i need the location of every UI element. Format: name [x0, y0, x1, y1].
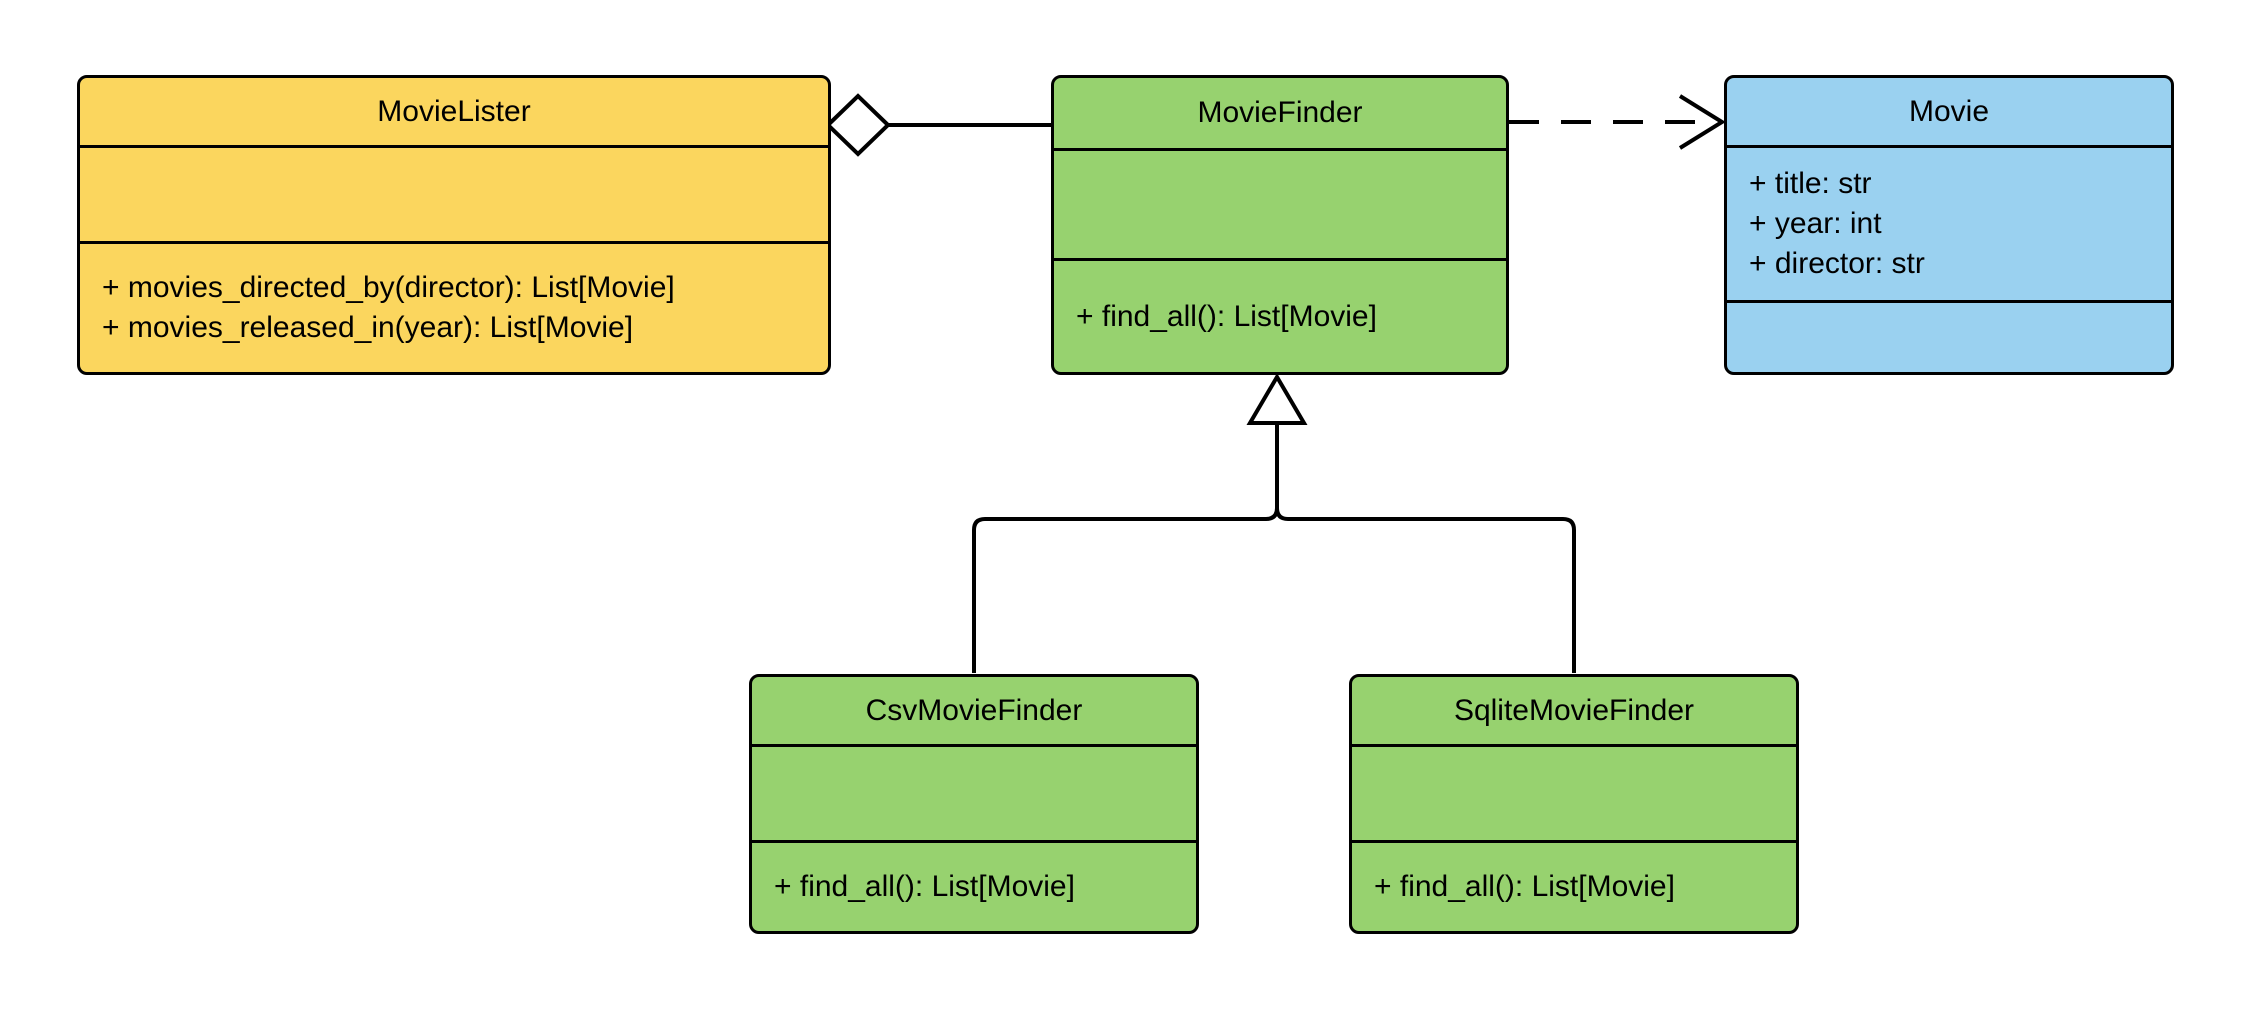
inheritance-branch-csv — [972, 424, 1279, 673]
class-title: MovieLister — [377, 94, 531, 128]
aggregation-diamond-icon — [825, 93, 891, 157]
method-label: + movies_released_in(year): List[Movie] — [102, 311, 634, 344]
method-label: + movies_directed_by(director): List[Mov… — [102, 271, 675, 304]
class-attributes-section: + title: str + year: int + director: str — [1727, 145, 2171, 300]
attribute-label: + title: str — [1749, 167, 1872, 200]
attribute-label: + director: str — [1749, 247, 1925, 280]
dependency-connector[interactable] — [1509, 94, 1726, 150]
class-title: CsvMovieFinder — [865, 693, 1083, 727]
class-title: Movie — [1908, 94, 1990, 128]
class-methods-section: + find_all(): List[Movie] — [1352, 840, 1796, 931]
class-box-sqlitemoviefinder[interactable]: SqliteMovieFinder + find_all(): List[Mov… — [1349, 674, 1799, 934]
inheritance-hollow-triangle-icon — [1246, 373, 1308, 425]
method-label: + find_all(): List[Movie] — [1076, 299, 1377, 333]
method-label: + find_all(): List[Movie] — [774, 870, 1075, 903]
inheritance-branch-sqlite — [1275, 424, 1576, 673]
class-attributes-section — [752, 744, 1196, 840]
class-attributes-section — [1054, 148, 1506, 258]
class-methods-section: + find_all(): List[Movie] — [752, 840, 1196, 931]
class-attributes-section — [80, 145, 828, 241]
attribute-label: + year: int — [1749, 207, 1882, 240]
class-methods-section: + find_all(): List[Movie] — [1054, 258, 1506, 372]
class-box-movie[interactable]: Movie + title: str + year: int + directo… — [1724, 75, 2174, 375]
dependency-open-arrowhead-icon — [1678, 94, 1726, 150]
class-title: SqliteMovieFinder — [1453, 693, 1695, 727]
class-methods-section: + movies_directed_by(director): List[Mov… — [80, 241, 828, 372]
inheritance-connector[interactable] — [972, 373, 1576, 673]
class-attributes-section — [1352, 744, 1796, 840]
method-label: + find_all(): List[Movie] — [1374, 870, 1675, 903]
class-box-moviefinder[interactable]: MovieFinder + find_all(): List[Movie] — [1051, 75, 1509, 375]
class-title: MovieFinder — [1197, 96, 1363, 129]
class-box-movielister[interactable]: MovieLister + movies_directed_by(directo… — [77, 75, 831, 375]
class-box-csvmoviefinder[interactable]: CsvMovieFinder + find_all(): List[Movie] — [749, 674, 1199, 934]
aggregation-connector[interactable] — [825, 93, 1051, 157]
class-methods-section — [1727, 300, 2171, 372]
